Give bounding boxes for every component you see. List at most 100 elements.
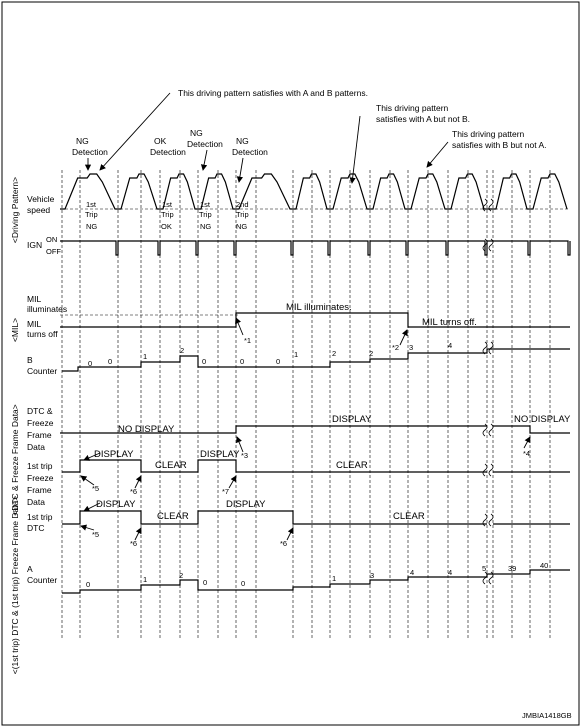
detection-4-line2: Detection (232, 147, 268, 157)
b-counter-value: 2 (180, 346, 184, 355)
a-counter-value: 39 (508, 564, 516, 573)
trip-1-l2: Trip (85, 210, 98, 219)
ft-freeze-label-2: Frame (27, 485, 52, 495)
b-counter-value: 0 (88, 359, 92, 368)
trip-1-l1: 1st (86, 200, 97, 209)
dtc-freeze-label-1: Freeze (27, 418, 54, 428)
trip-3-l1: 1st (200, 200, 211, 209)
trip-3-l2: Trip (199, 210, 212, 219)
mil-off-label-1: MIL (27, 319, 41, 329)
annotation-a-not-b-line2: satisfies with A but not B. (376, 114, 470, 124)
b-counter-value: 1 (143, 352, 147, 361)
mil-illuminates-state: MIL illuminates. (286, 302, 352, 313)
ft-dtc-label-1: DTC (27, 523, 44, 533)
detection-1-line2: Detection (72, 147, 108, 157)
b-counter-waveform (62, 348, 570, 372)
ftd-clear-state-1: CLEAR (157, 511, 189, 522)
a-counter-label-1: A (27, 564, 33, 574)
section-first-trip: <(1st trip) DTC & (1st trip) Freeze Fram… (10, 496, 20, 675)
mil-illum-label-1: MIL (27, 294, 41, 304)
detection-2-line2: Detection (150, 147, 186, 157)
ft-freeze-label-1: Freeze (27, 473, 54, 483)
b-counter-value: 0 (240, 357, 244, 366)
b-counter-label-1: B (27, 355, 33, 365)
dtc-display-state: DISPLAY (332, 414, 372, 425)
a-counter-value: 0 (241, 579, 245, 588)
annotation-arrows (80, 92, 531, 541)
break-marks (482, 198, 494, 585)
b-counter-value: 0 (276, 357, 280, 366)
b-counter-label-2: Counter (27, 366, 57, 376)
footnote-1: *1 (244, 336, 251, 345)
section-driving-pattern: <Driving Pattern> (10, 177, 20, 243)
a-counter-value: 1 (143, 575, 147, 584)
b-counter-value: 0 (108, 357, 112, 366)
b-counter-value: 2 (369, 349, 373, 358)
first-trip-dtc-waveform (62, 510, 570, 525)
mil-off-label-2: turns off (27, 329, 58, 339)
figure-id: JMBIA1418GB (522, 711, 572, 720)
a-counter-value: 4 (410, 568, 414, 577)
footnote-2: *2 (392, 343, 399, 352)
detection-3-line2: Detection (187, 139, 223, 149)
trip-2-l2: Trip (161, 210, 174, 219)
detection-2-line1: OK (154, 136, 167, 146)
trip-4-l3: NG (236, 222, 247, 231)
annotation-a-and-b: This driving pattern satisfies with A an… (178, 88, 368, 98)
section-freeze: <DTC & Freeze Frame Data> (10, 404, 20, 516)
a-counter-value: 1 (332, 574, 336, 583)
footnote-5b: *5 (92, 530, 99, 539)
a-counter-waveform (62, 569, 570, 594)
vehicle-speed-label-2: speed (27, 205, 50, 215)
ftf-display-state-1: DISPLAY (94, 449, 134, 460)
trip-3-l3: NG (200, 222, 211, 231)
b-counter-value: 3 (409, 343, 413, 352)
b-counter-value: 1 (294, 350, 298, 359)
ftd-display-state-2: DISPLAY (226, 499, 266, 510)
a-counter-values: 0 1 2 0 0 1 3 4 4 5 39 40 (86, 561, 548, 589)
ft-dtc-label-0: 1st trip (27, 512, 53, 522)
trip-separators (61, 170, 551, 640)
detection-4-line1: NG (236, 136, 249, 146)
annotation-b-not-a-line1: This driving pattern (452, 129, 525, 139)
footnote-3: *3 (241, 451, 248, 460)
dtc-no-display-state-1: NO DISPLAY (118, 424, 175, 435)
mil-turns-off-state: MIL turns off. (422, 317, 477, 328)
a-counter-value: 40 (540, 561, 548, 570)
b-counter-value: 4 (448, 341, 452, 350)
ftd-display-state-1: DISPLAY (96, 499, 136, 510)
trip-4-l1: 2nd (236, 200, 249, 209)
dtc-freeze-label-2: Frame (27, 430, 52, 440)
ftf-display-state-2: DISPLAY (200, 449, 240, 460)
a-counter-value: 4 (448, 568, 452, 577)
trip-2-l1: 1st (162, 200, 173, 209)
footnote-6c: *6 (280, 539, 287, 548)
a-counter-value: 0 (86, 580, 90, 589)
ft-freeze-label-3: Data (27, 497, 45, 507)
vehicle-speed-waveform (60, 173, 568, 210)
ign-on-label: ON (46, 235, 57, 244)
a-counter-value: 5 (482, 564, 486, 573)
footnote-5a: *5 (92, 484, 99, 493)
b-counter-value: 2 (332, 349, 336, 358)
a-counter-value: 0 (203, 578, 207, 587)
ign-waveform (60, 240, 571, 256)
section-mil: <MIL> (10, 318, 20, 342)
ftf-clear-state-2: CLEAR (336, 460, 368, 471)
ft-freeze-label-0: 1st trip (27, 461, 53, 471)
footnote-6a: *6 (130, 487, 137, 496)
trip-1-l3: NG (86, 222, 97, 231)
footnote-7: *7 (222, 487, 229, 496)
footnote-4: *4 (523, 449, 530, 458)
ftd-clear-state-2: CLEAR (393, 511, 425, 522)
a-counter-value: 3 (370, 571, 374, 580)
dtc-freeze-waveform (60, 425, 570, 434)
detection-1-line1: NG (76, 136, 89, 146)
ign-off-label: OFF (46, 247, 61, 256)
annotation-a-not-b-line1: This driving pattern (376, 103, 449, 113)
first-trip-freeze-waveform (62, 459, 570, 473)
a-counter-value: 2 (179, 571, 183, 580)
